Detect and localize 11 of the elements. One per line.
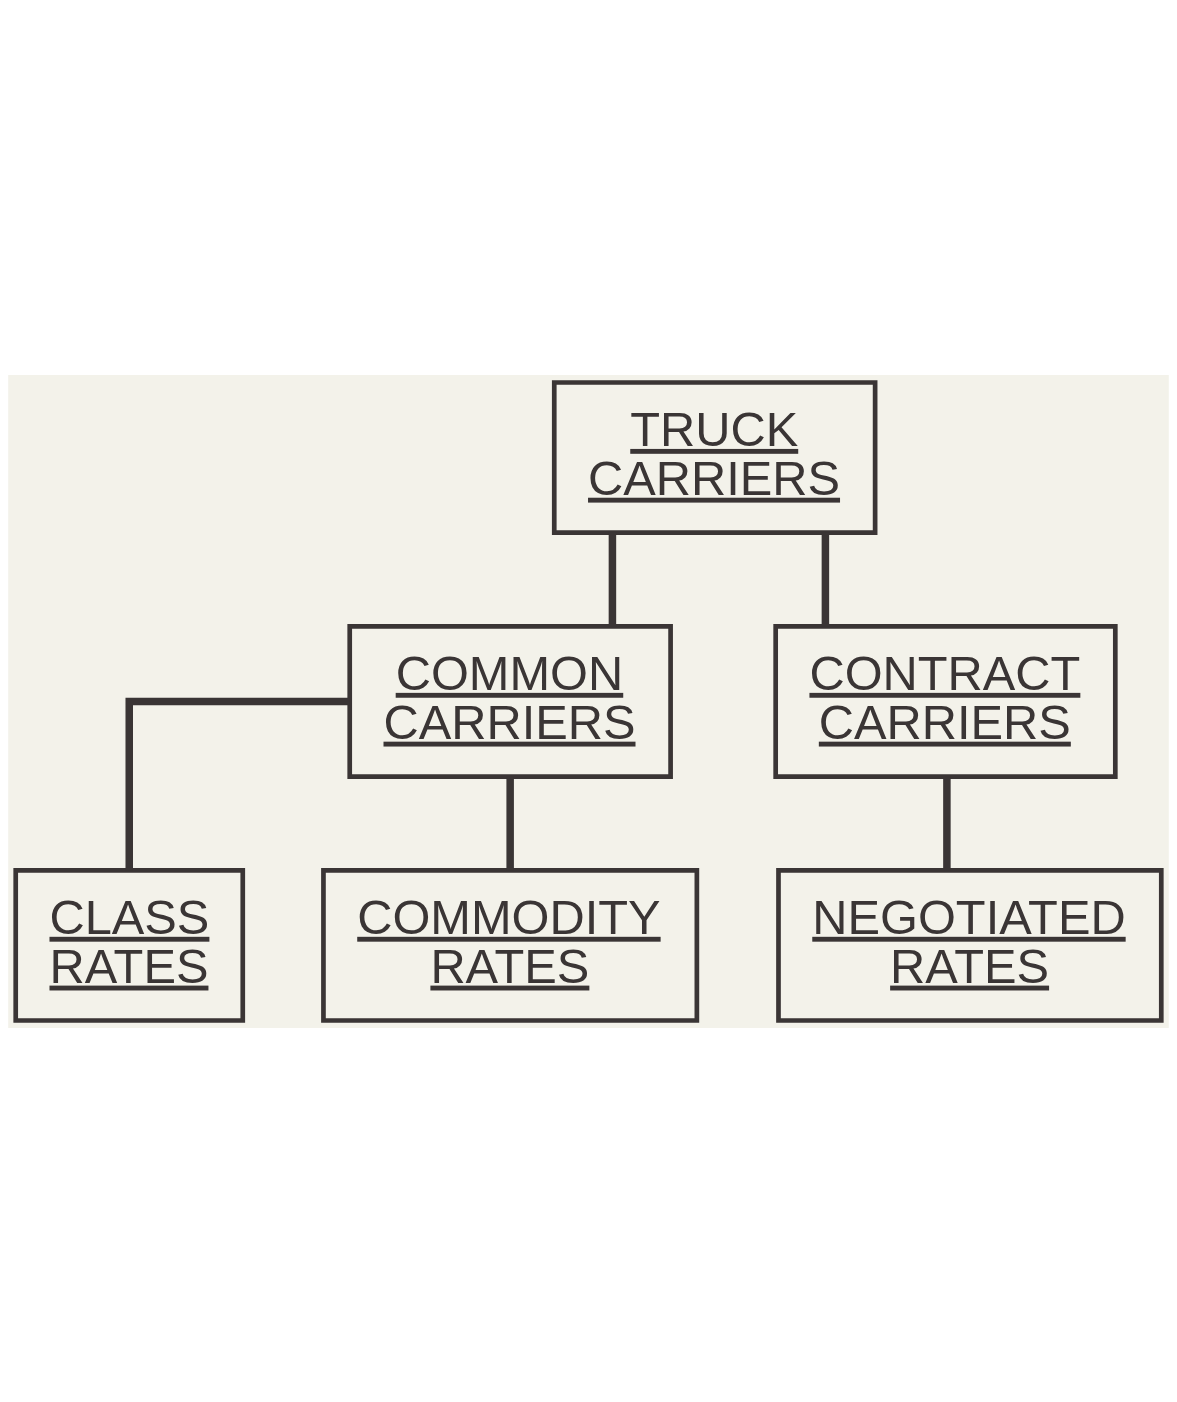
node-box: CONTRACT CARRIERS: [773, 623, 1118, 779]
node-box: COMMODITY RATES: [321, 867, 700, 1023]
node-box: TRUCK CARRIERS: [551, 379, 878, 535]
connector: [608, 532, 617, 626]
connector: [821, 532, 830, 626]
connector: [943, 776, 951, 870]
node-box: COMMON CARRIERS: [347, 623, 673, 779]
node-box: CLASS RATES: [13, 867, 246, 1023]
connector: [125, 697, 350, 870]
connector: [506, 776, 514, 870]
node-box: NEGOTIATED RATES: [776, 867, 1164, 1023]
